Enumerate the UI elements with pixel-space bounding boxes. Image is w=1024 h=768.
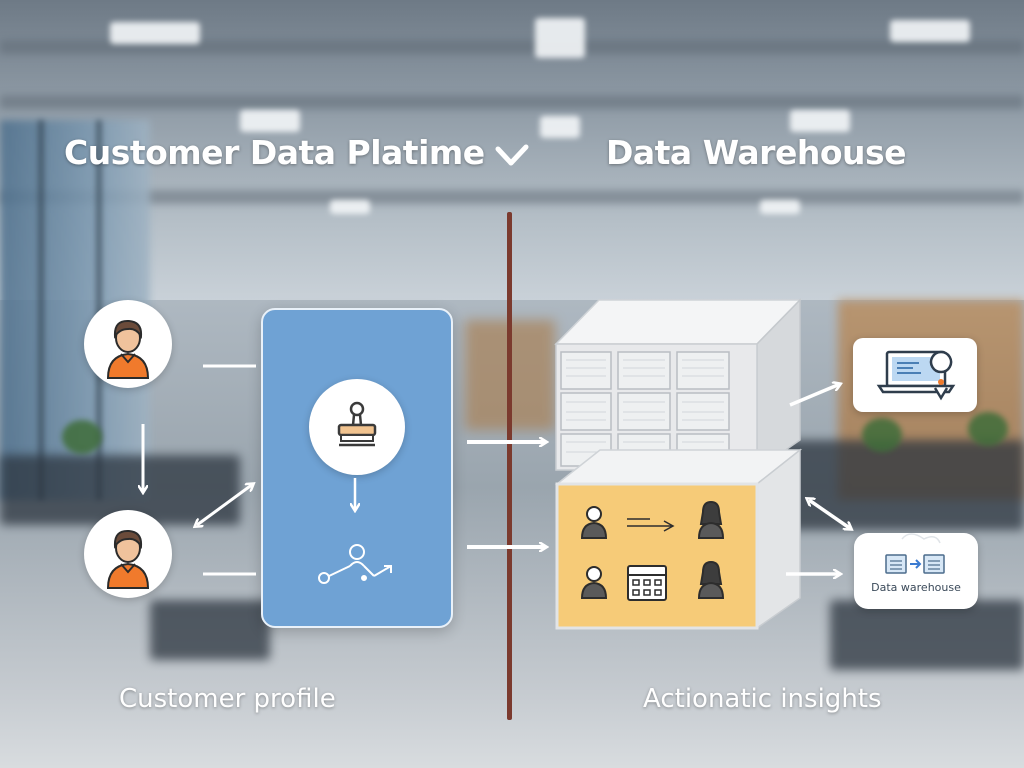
double-arrow xyxy=(197,484,253,525)
office-plant xyxy=(968,412,1008,446)
ceiling-light xyxy=(760,200,800,214)
cdp-title: Customer Data Platime xyxy=(64,133,485,172)
insights-caption: Actionatic insights xyxy=(643,684,882,714)
data-warehouse-label: Data warehouse xyxy=(871,581,961,594)
ceiling-beam xyxy=(0,95,1024,109)
laptop-location-icon xyxy=(876,350,956,401)
customer-profile-caption: Customer profile xyxy=(119,684,336,714)
ceiling-light xyxy=(540,116,580,138)
ceiling-light xyxy=(890,20,970,42)
ceiling-light xyxy=(240,110,300,132)
window-frame xyxy=(38,120,44,500)
ceiling-light xyxy=(110,22,200,44)
section-divider xyxy=(507,212,512,720)
warehouse-title: Data Warehouse xyxy=(606,133,907,172)
people-flow-icon xyxy=(554,448,803,630)
stamp-icon xyxy=(337,401,377,447)
connection-nodes-icon xyxy=(318,544,392,584)
person-icon xyxy=(106,319,150,379)
customer-avatar-bottom xyxy=(84,510,172,598)
ceiling-light xyxy=(790,110,850,132)
arrow-to-laptop xyxy=(789,384,840,407)
double-arrow-right xyxy=(809,500,851,529)
chevron-down-icon xyxy=(495,144,529,166)
customer-avatar-top xyxy=(84,300,172,388)
office-desk xyxy=(830,600,1024,670)
office-desk xyxy=(150,600,270,660)
ceiling-light xyxy=(330,200,370,214)
laptop-card xyxy=(853,338,977,412)
person-icon xyxy=(106,529,150,589)
office-plant xyxy=(862,418,902,452)
ceiling-beam xyxy=(0,40,1024,54)
office-plant xyxy=(62,420,102,454)
stamp-badge xyxy=(309,379,405,475)
data-warehouse-card: Data warehouse xyxy=(854,533,978,609)
server-rack-icon xyxy=(554,298,802,472)
ceiling-light xyxy=(535,18,585,58)
data-transfer-icon xyxy=(885,533,945,574)
